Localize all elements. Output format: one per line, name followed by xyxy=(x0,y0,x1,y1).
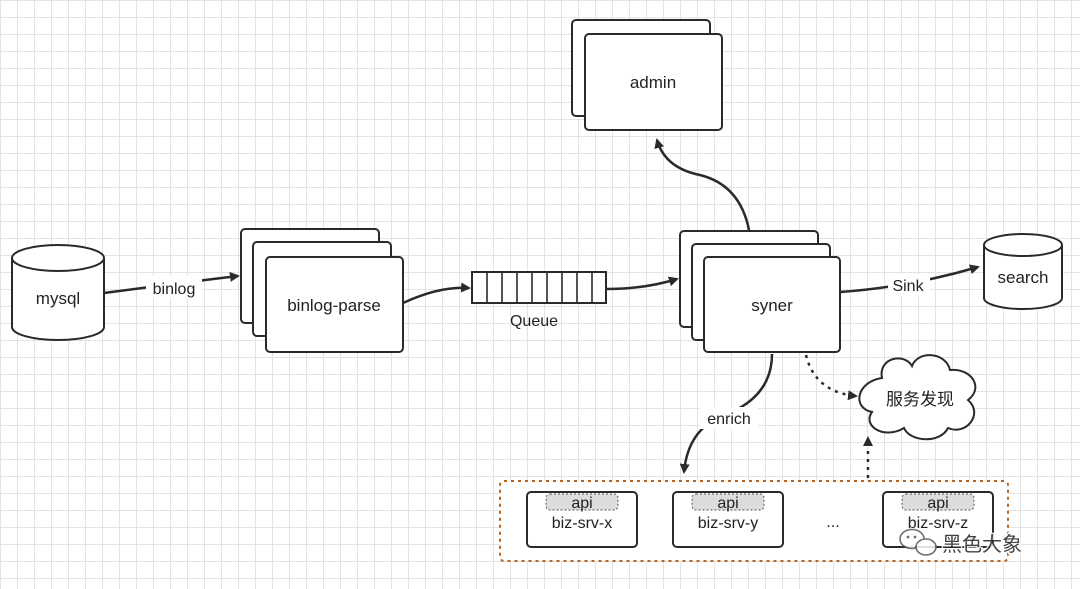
parse-to-queue-edge xyxy=(402,282,471,305)
queue-node: Queue xyxy=(471,271,607,330)
admin-label: admin xyxy=(630,73,676,92)
binlog-parse-label: binlog-parse xyxy=(287,296,381,315)
watermark: 黑色大象 xyxy=(899,528,1024,558)
enrich-edge-label: enrich xyxy=(707,411,751,428)
wechat-icon xyxy=(899,528,937,556)
biz-services-group: api biz-srv-x api biz-srv-y ... api biz-… xyxy=(499,480,1009,562)
binlog-parse-node: binlog-parse xyxy=(240,228,404,353)
syner-label: syner xyxy=(751,296,793,315)
biz-srv-x-label: biz-srv-x xyxy=(552,515,612,532)
syner-node: syner xyxy=(679,230,841,353)
search-database: search xyxy=(983,233,1063,310)
syner-to-admin-edge xyxy=(654,138,751,231)
biz-srv-ellipsis: ... xyxy=(826,514,839,531)
biz-srv-x-node: api biz-srv-x xyxy=(526,491,638,548)
biz-srv-y-api-label: api xyxy=(717,495,738,512)
biz-srv-y-label: biz-srv-y xyxy=(698,515,758,532)
search-label: search xyxy=(997,268,1048,287)
biz-srv-z-api-label: api xyxy=(927,495,948,512)
service-discovery-cloud: 服务发现 xyxy=(858,354,977,441)
binlog-edge-label: binlog xyxy=(153,281,196,298)
biz-srv-y-node: api biz-srv-y xyxy=(672,491,784,548)
mysql-database: mysql xyxy=(11,244,105,341)
biz-srv-z-label: biz-srv-z xyxy=(908,515,968,532)
service-discovery-label: 服务发现 xyxy=(886,390,954,409)
enrich-edge: enrich xyxy=(679,353,774,474)
mysql-label: mysql xyxy=(36,289,80,308)
biz-srv-x-api-label: api xyxy=(571,495,592,512)
watermark-text: 黑色大象 xyxy=(942,533,1022,556)
sink-edge: Sink xyxy=(839,264,980,296)
binlog-edge: binlog xyxy=(103,271,240,298)
admin-node: admin xyxy=(571,19,723,131)
queue-label: Queue xyxy=(510,313,558,330)
queue-to-syner-edge xyxy=(605,276,679,291)
sink-edge-label: Sink xyxy=(892,278,924,295)
syner-to-discovery-edge xyxy=(804,354,858,401)
